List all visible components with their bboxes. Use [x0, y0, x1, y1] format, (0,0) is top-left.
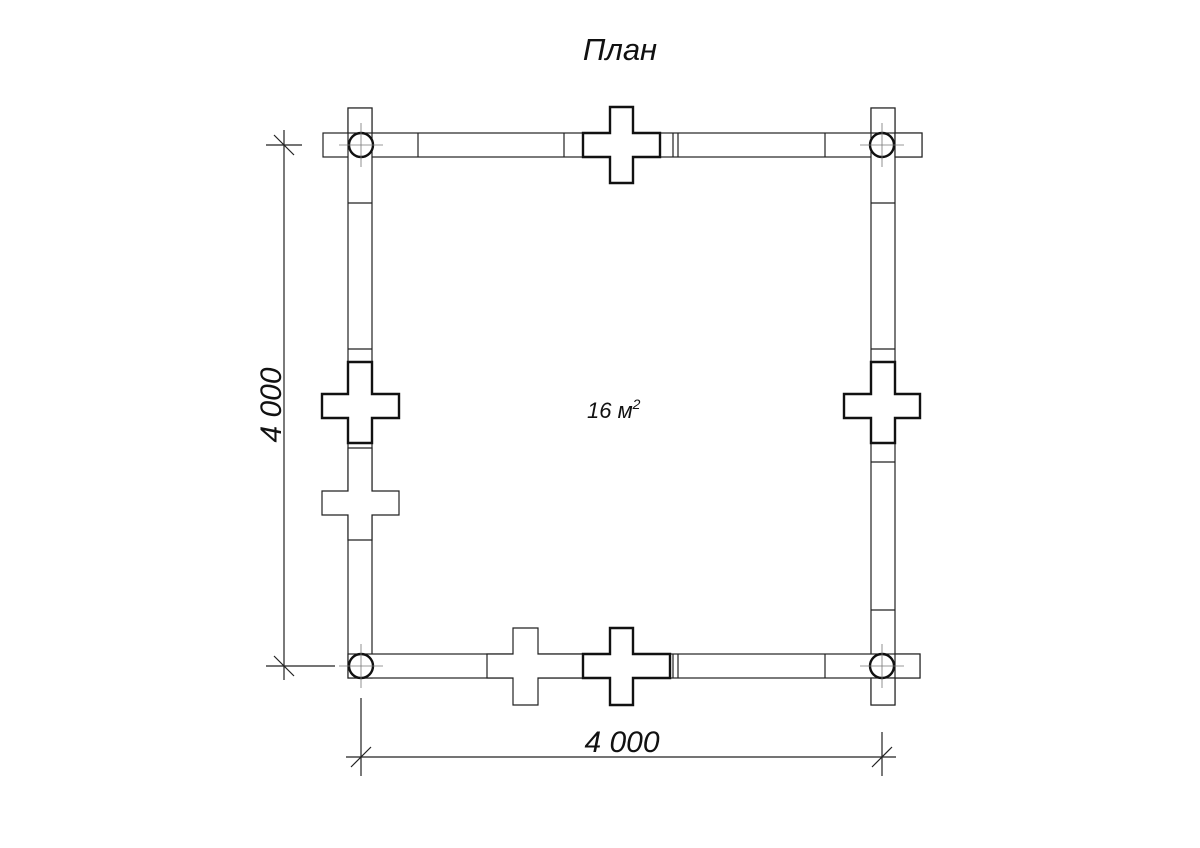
post-bottom-left	[339, 644, 383, 688]
left-cross	[321, 447, 400, 541]
bottom-cross-bold	[581, 626, 672, 707]
top-cross	[581, 105, 662, 185]
corner-posts	[339, 123, 904, 688]
log-junctions	[320, 105, 922, 707]
bottom-cross	[486, 627, 584, 706]
height-label: 4 000	[255, 367, 288, 442]
post-bottom-right	[860, 644, 904, 688]
post-top-right	[860, 123, 904, 167]
height-dimension: 4 000	[255, 130, 335, 680]
plan-title: План	[583, 32, 657, 67]
area-label: 16 м2	[587, 396, 641, 423]
right-cross-bold	[842, 360, 922, 445]
width-dimension: 4 000	[346, 698, 896, 776]
left-cross-bold	[320, 360, 401, 445]
post-top-left	[339, 123, 383, 167]
width-label: 4 000	[584, 726, 659, 759]
